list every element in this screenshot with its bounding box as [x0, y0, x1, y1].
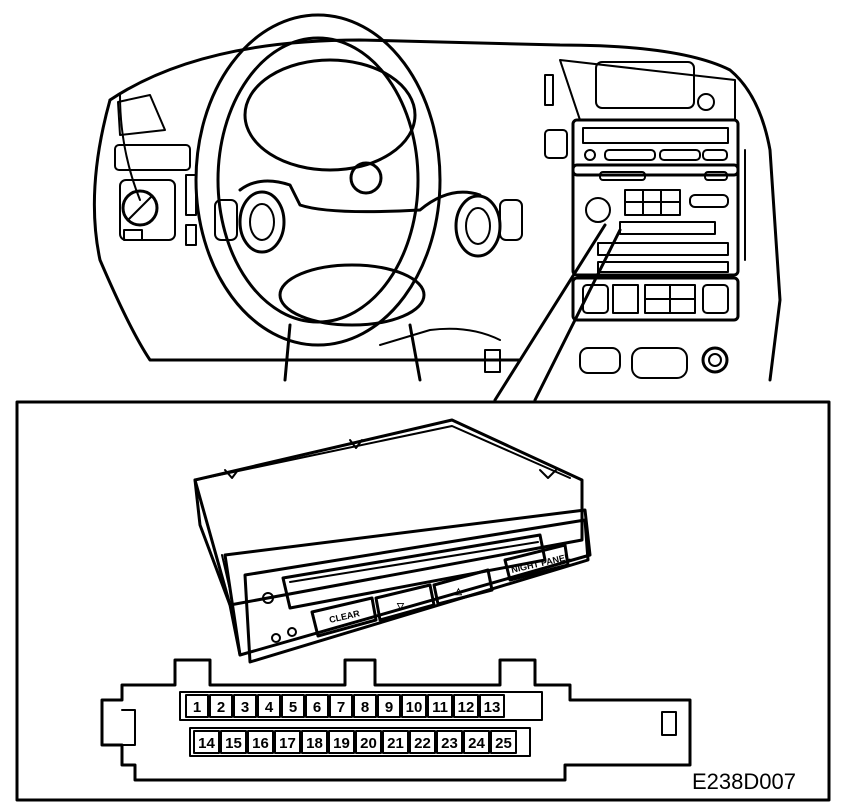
pin-label: 16 — [252, 735, 269, 752]
pin-label: 3 — [241, 699, 249, 716]
pin-label: 22 — [414, 735, 431, 752]
pin-cell — [353, 694, 377, 718]
pin-label: 15 — [225, 735, 242, 752]
pin-label: 14 — [198, 735, 215, 752]
pin-label: 12 — [458, 699, 475, 716]
up-arrow-icon: △ — [454, 586, 463, 596]
pin-label: 25 — [495, 735, 512, 752]
pin-cell — [233, 694, 257, 718]
pin-cell — [329, 694, 353, 718]
pin-cell — [257, 694, 281, 718]
pin-label: 21 — [387, 735, 404, 752]
pin-cell — [355, 730, 382, 754]
pin-cell — [436, 730, 463, 754]
pin-label: 7 — [337, 699, 345, 716]
pin-label: 4 — [265, 699, 274, 716]
pin-cell — [305, 694, 329, 718]
pin-label: 13 — [484, 699, 501, 716]
pin-cell — [220, 730, 247, 754]
pin-cell — [377, 694, 401, 718]
down-button: ▽ — [374, 583, 436, 622]
pin-cell — [453, 694, 479, 718]
pin-cell — [193, 730, 220, 754]
pin-cell — [209, 694, 233, 718]
pin-label: 11 — [432, 699, 448, 716]
pin-label: 1 — [193, 699, 201, 716]
pin-label: 10 — [406, 699, 423, 716]
down-arrow-icon: ▽ — [396, 601, 405, 611]
pin-cell — [490, 730, 517, 754]
connector — [100, 658, 692, 782]
pin-label: 8 — [361, 699, 369, 716]
pin-label: 18 — [306, 735, 323, 752]
pin-label: 6 — [313, 699, 321, 716]
pin-cell — [479, 694, 505, 718]
detail-frame — [15, 400, 831, 802]
pin-label: 2 — [217, 699, 225, 716]
pin-cell — [301, 730, 328, 754]
pin-cell — [463, 730, 490, 754]
pin-cell — [274, 730, 301, 754]
up-button: △ — [432, 568, 494, 606]
pin-cell — [382, 730, 409, 754]
pin-label: 5 — [289, 699, 297, 716]
display-unit: CLEAR ▽ △ NIGHT PANEL — [193, 418, 592, 664]
pin-label: 23 — [441, 735, 458, 752]
pin-cell — [281, 694, 305, 718]
pin-cell — [409, 730, 436, 754]
pin-label: 19 — [333, 735, 350, 752]
connector-bottom-row: 14 15 16 17 18 19 20 21 22 23 24 25 — [193, 730, 517, 754]
pin-label: 9 — [385, 699, 393, 716]
pin-cell — [401, 694, 427, 718]
pin-cell — [185, 694, 209, 718]
pin-cell — [328, 730, 355, 754]
pin-cell — [427, 694, 453, 718]
pin-cell — [247, 730, 274, 754]
figure-code: E238D007 — [692, 769, 796, 794]
pin-label: 17 — [279, 735, 296, 752]
pin-label: 20 — [360, 735, 377, 752]
dashboard-illustration — [92, 13, 782, 402]
pin-label: 24 — [468, 735, 485, 752]
